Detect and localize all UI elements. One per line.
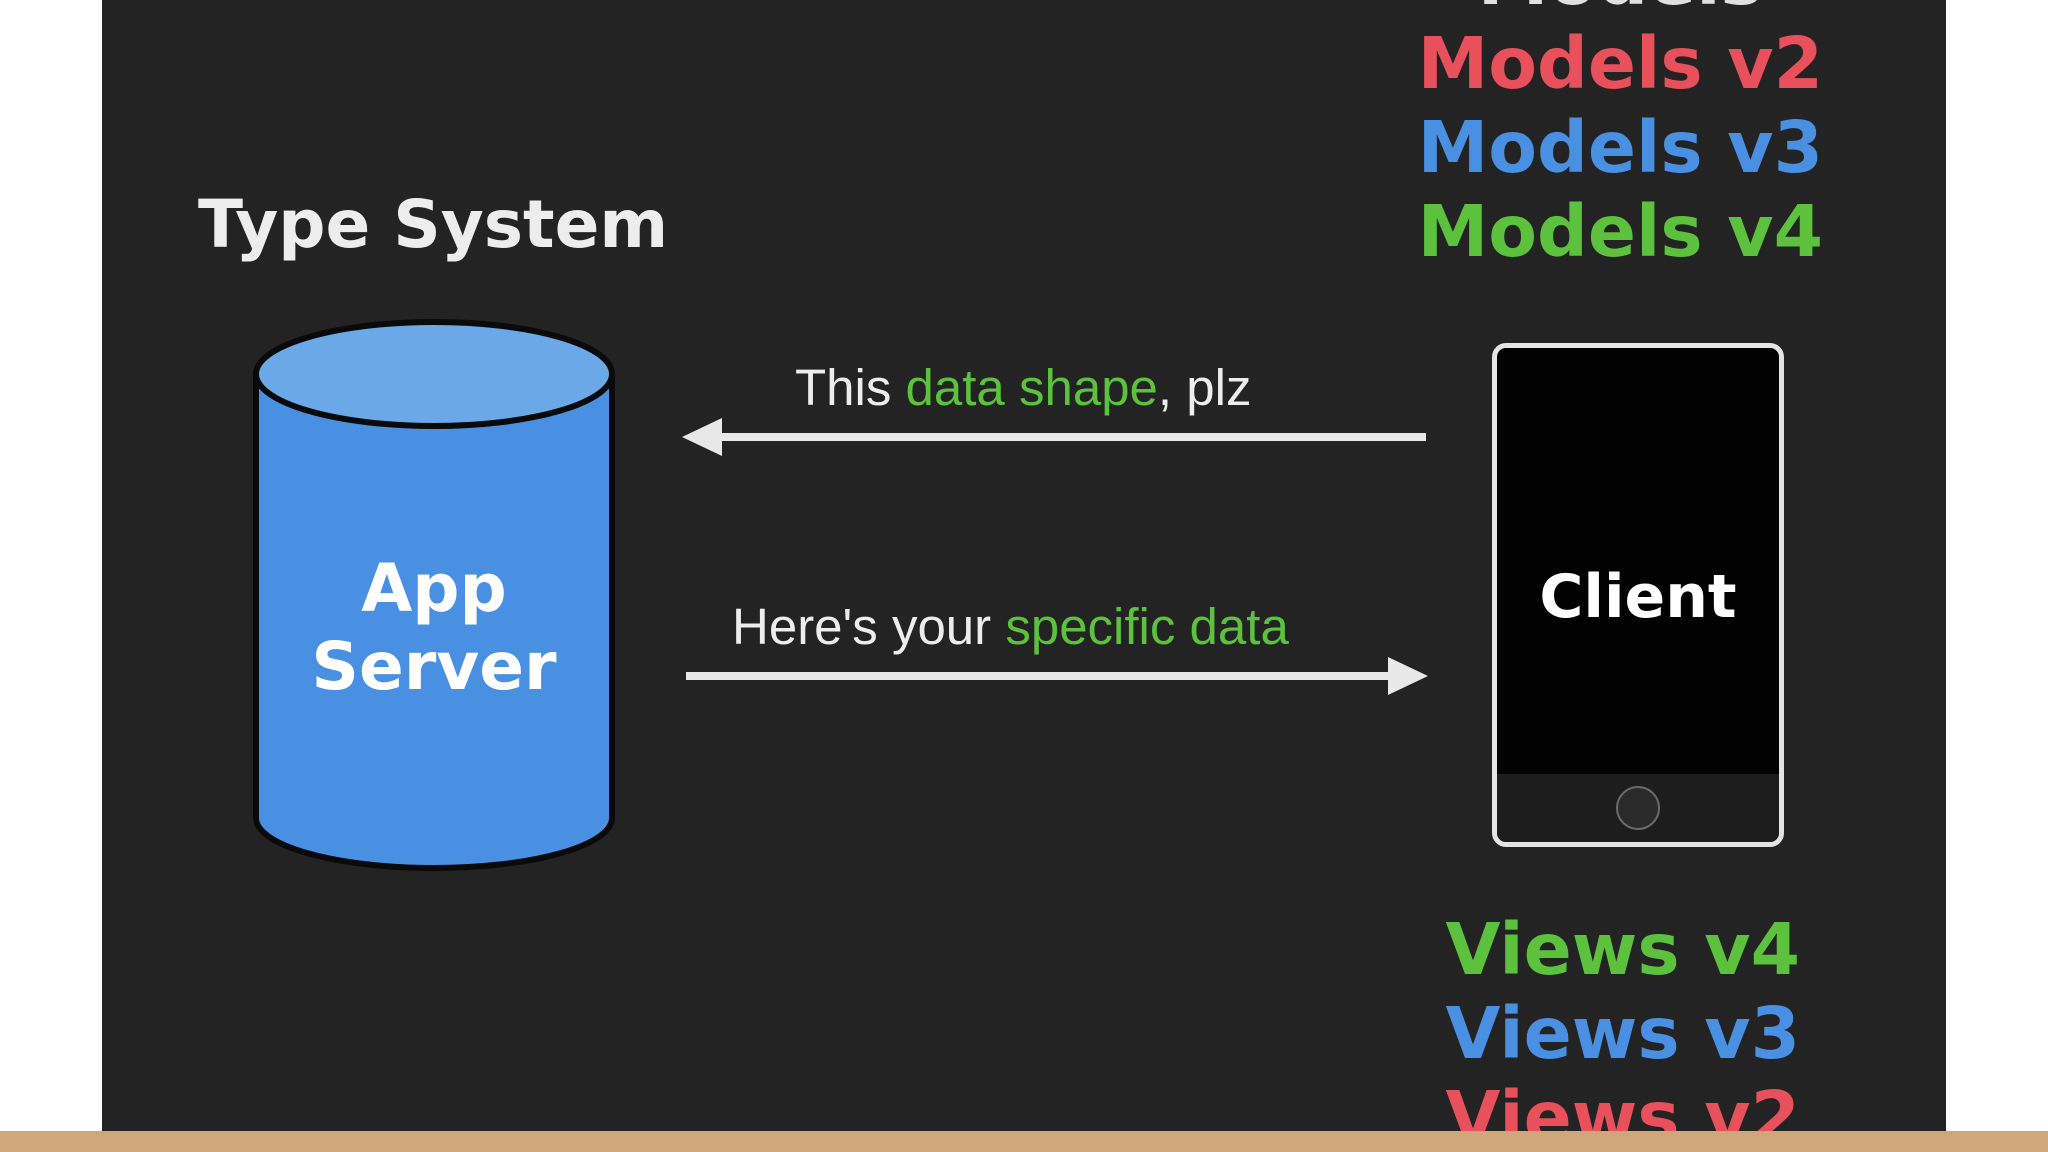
request-label-prefix: This	[795, 359, 906, 416]
request-label-suffix: , plz	[1157, 359, 1252, 416]
models-version-list: Models Models v2 Models v3 Models v4	[1418, 0, 1823, 274]
views-list-item: Views v4	[1445, 908, 1800, 991]
response-arrow-right-icon	[686, 657, 1428, 695]
models-list-item: Models v2	[1417, 22, 1823, 105]
app-server-label-line: Server	[311, 628, 557, 705]
views-list-item: Views v3	[1445, 992, 1800, 1075]
request-label: This data shape, plz	[795, 358, 1251, 417]
client-phone: Client	[1492, 343, 1784, 847]
presentation-slide: Type System Models Models v2 Models v3 M…	[102, 0, 1946, 1152]
database-icon	[253, 319, 615, 871]
slide-title: Type System	[198, 186, 669, 263]
views-version-list: Views v4 Views v3 Views v2	[1446, 908, 1800, 1152]
response-label-prefix: Here's your	[732, 598, 1006, 655]
request-label-highlight: data shape	[905, 359, 1158, 416]
response-label: Here's your specific data	[732, 597, 1289, 656]
floor-strip	[0, 1131, 2048, 1152]
models-list-item: Models	[1418, 0, 1823, 22]
home-button-icon	[1616, 786, 1660, 830]
models-list-item: Models v4	[1417, 190, 1823, 273]
models-list-item: Models v3	[1417, 106, 1823, 189]
response-label-highlight: specific data	[1005, 598, 1289, 655]
phone-bottom-bezel	[1497, 774, 1779, 842]
app-server-label: App Server	[250, 550, 618, 706]
app-server-label-line: App	[361, 550, 507, 627]
client-label: Client	[1539, 562, 1737, 632]
request-arrow-left-icon	[682, 418, 1426, 456]
app-server-cylinder: App Server	[250, 318, 618, 876]
